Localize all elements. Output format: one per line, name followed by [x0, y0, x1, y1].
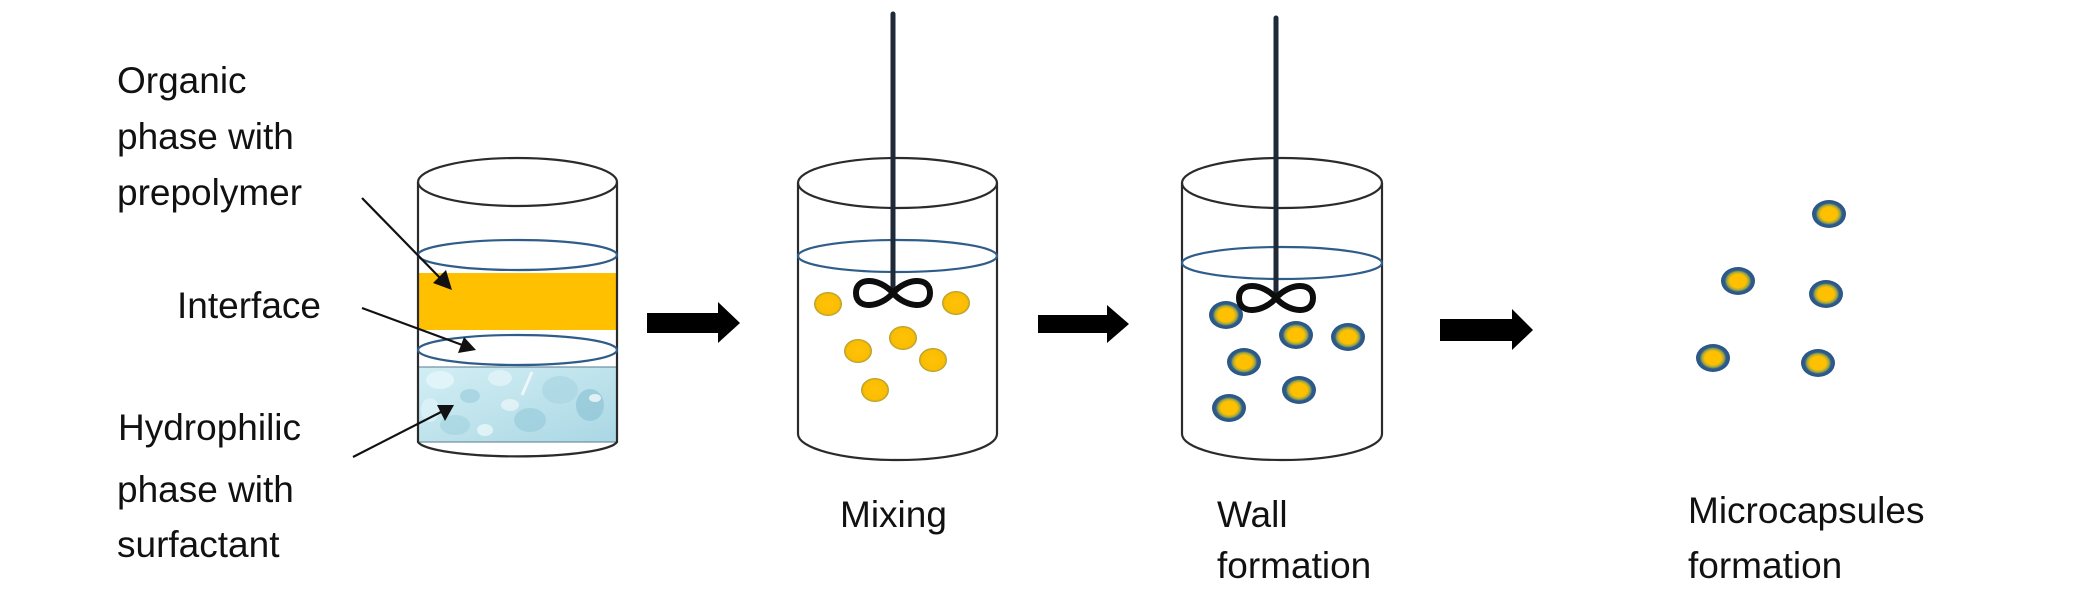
- microcapsule: [1331, 323, 1365, 351]
- pointer-line-organic: [361, 197, 444, 282]
- microcapsule: [1812, 200, 1846, 228]
- label-organic-line3: prepolymer: [117, 172, 302, 213]
- hydrophilic-phase-layer: [417, 366, 618, 443]
- emulsion-droplet: [861, 378, 889, 402]
- beaker-body: [796, 183, 999, 462]
- stage3-beaker: [1180, 15, 1384, 462]
- right-arrow-icon: [1440, 309, 1533, 350]
- label-organic-line1: Organic: [117, 60, 247, 101]
- top-liquid-surface: [416, 238, 619, 272]
- impeller-icon: [1235, 283, 1317, 313]
- emulsion-droplet: [814, 292, 842, 316]
- microcapsule: [1227, 348, 1261, 376]
- label-hydrophilic-line1: Hydrophilic: [118, 407, 301, 448]
- pointer-line-interface: [361, 306, 466, 348]
- forming-capsules: [1209, 301, 1365, 422]
- interface-surface: [416, 333, 619, 367]
- label-wall-line2: formation: [1217, 545, 1371, 586]
- label-hydrophilic-line2: phase with: [117, 469, 294, 510]
- label-mixing: Mixing: [840, 494, 947, 535]
- right-arrow-icon: [647, 302, 740, 343]
- pointer-arrowhead-interface: [458, 337, 476, 353]
- emulsion-droplet: [889, 326, 917, 350]
- emulsion-droplets: [814, 291, 970, 402]
- pointer-line-hydrophilic: [352, 410, 444, 458]
- label-microcapsules-line2: formation: [1688, 545, 1842, 586]
- label-organic-line2: phase with: [117, 116, 294, 157]
- label-microcapsules-line1: Microcapsules: [1688, 490, 1924, 531]
- label-wall-line1: Wall: [1217, 494, 1288, 535]
- pointer-arrowhead-hydrophilic: [437, 405, 454, 421]
- microcapsule: [1209, 301, 1243, 329]
- microcapsule: [1721, 267, 1755, 295]
- beaker-body: [416, 182, 619, 458]
- microcapsule: [1279, 321, 1313, 349]
- stage2-beaker: [796, 11, 999, 462]
- emulsion-droplet: [919, 348, 947, 372]
- annotation-organic: Organic phase with prepolymer: [117, 60, 452, 290]
- impeller-icon: [852, 278, 934, 308]
- stage1-beaker: [416, 156, 619, 458]
- organic-phase-layer: [418, 273, 617, 330]
- emulsion-droplet: [844, 339, 872, 363]
- annotation-hydrophilic: Hydrophilic phase with surfactant: [117, 405, 454, 565]
- microcapsule: [1212, 394, 1246, 422]
- beaker-rim: [1180, 156, 1384, 210]
- microcapsule: [1801, 349, 1835, 377]
- stage4-microcapsules: [1696, 200, 1846, 377]
- liquid-surface: [796, 238, 999, 274]
- microcapsule: [1696, 344, 1730, 372]
- liquid-surface: [1180, 245, 1384, 281]
- label-hydrophilic-line3: surfactant: [117, 524, 280, 565]
- annotation-interface: Interface: [177, 285, 476, 353]
- pointer-arrowhead-organic: [433, 270, 452, 290]
- beaker-rim: [796, 156, 999, 210]
- bubble-texture: [421, 370, 604, 436]
- beaker-body: [1180, 183, 1384, 462]
- microcapsule: [1282, 376, 1316, 404]
- emulsion-droplet: [942, 291, 970, 315]
- right-arrow-icon: [1038, 305, 1129, 343]
- label-interface: Interface: [177, 285, 321, 326]
- microcapsule: [1809, 280, 1843, 308]
- beaker-rim: [416, 156, 619, 208]
